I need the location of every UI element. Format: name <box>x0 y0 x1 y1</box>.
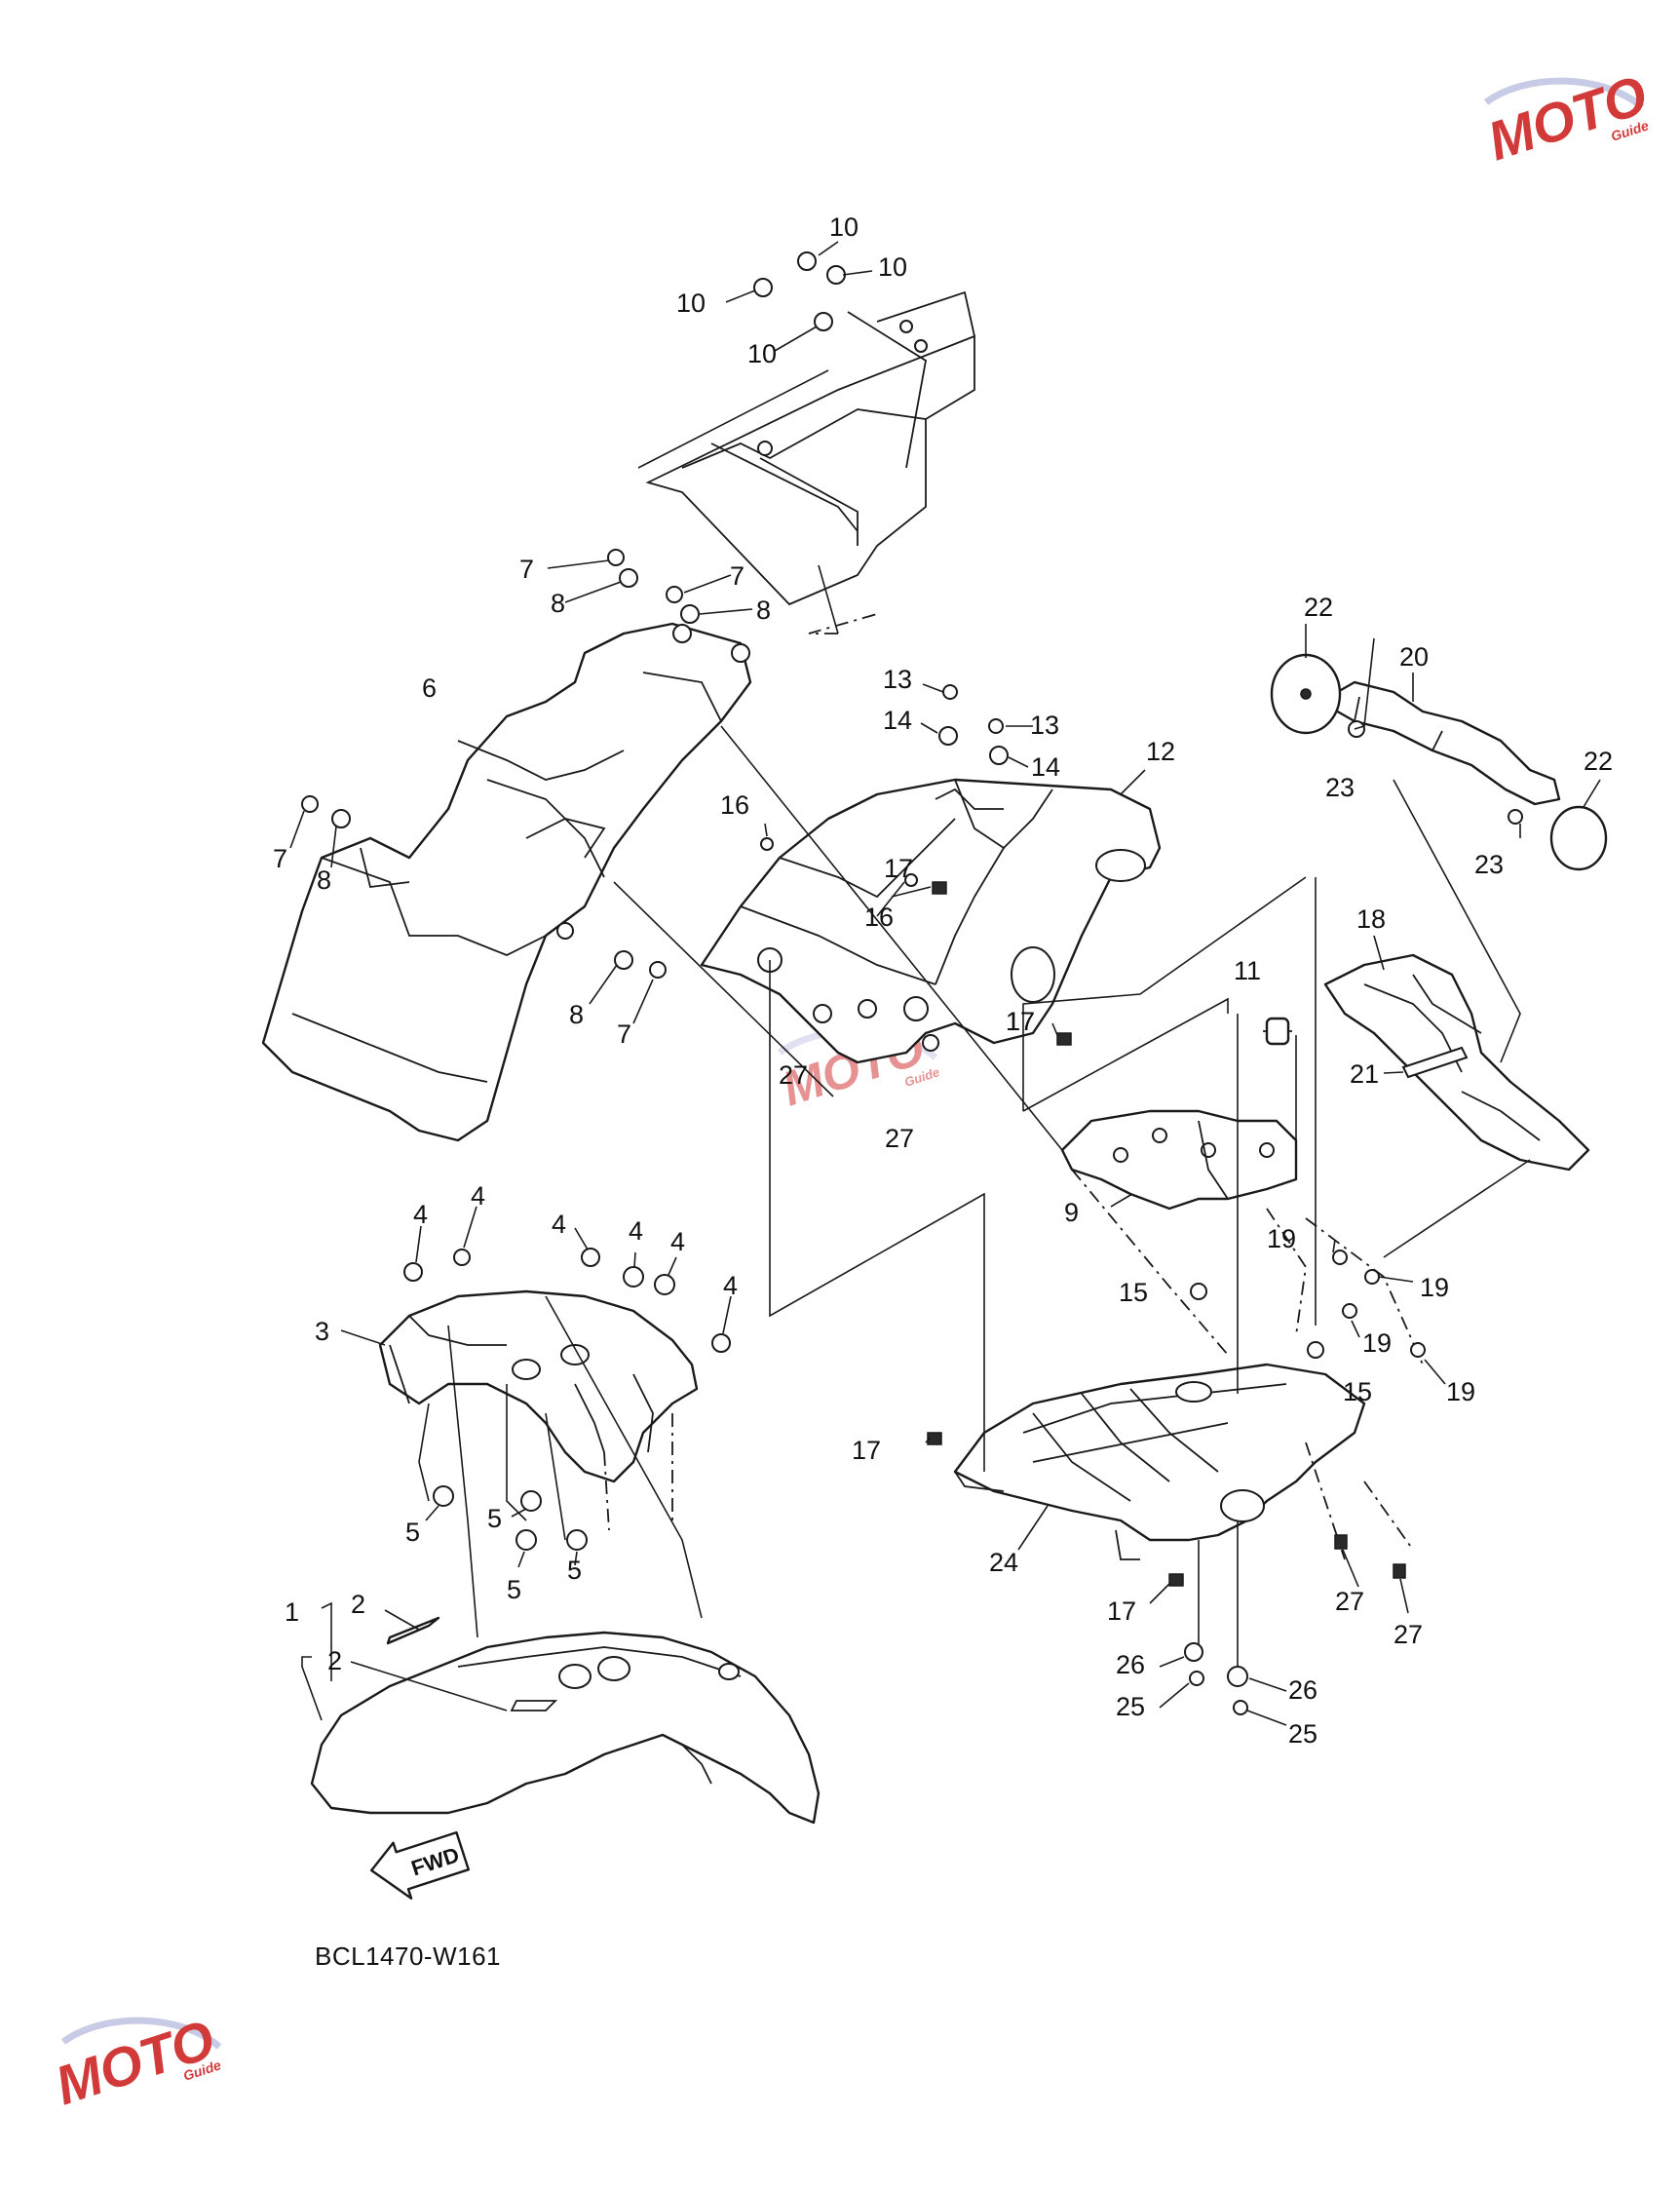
callout-5: 5 <box>507 1575 521 1604</box>
callout-7: 7 <box>617 1019 631 1049</box>
callout-23: 23 <box>1325 773 1355 802</box>
callout-17: 17 <box>884 854 913 883</box>
forward-direction-arrow: FWD <box>369 1830 471 1900</box>
fasteners <box>301 251 1523 1715</box>
callout-6: 6 <box>422 673 437 703</box>
callout-14: 14 <box>1031 752 1060 782</box>
callout-20: 20 <box>1399 642 1429 672</box>
callout-9: 9 <box>1064 1198 1079 1227</box>
callout-12: 12 <box>1146 737 1175 766</box>
callout-19: 19 <box>1446 1377 1475 1406</box>
callout-24: 24 <box>989 1548 1018 1577</box>
callout-22: 22 <box>1304 593 1333 622</box>
callout-21: 21 <box>1350 1059 1379 1089</box>
callout-2: 2 <box>327 1646 342 1675</box>
reflector-bracket-20 <box>1318 680 1561 806</box>
callout-26: 26 <box>1116 1650 1145 1679</box>
callout-4: 4 <box>471 1181 485 1211</box>
callout-25: 25 <box>1116 1692 1145 1721</box>
callout-8: 8 <box>317 865 331 895</box>
svg-text:MOTO: MOTO <box>48 2008 221 2117</box>
clip-11 <box>1263 1017 1292 1046</box>
callout-10: 10 <box>747 339 777 368</box>
frame-subframe-reference <box>637 290 975 635</box>
callout-17: 17 <box>1006 1007 1035 1036</box>
callout-23: 23 <box>1474 850 1504 879</box>
callout-4: 4 <box>552 1210 566 1239</box>
callout-15: 15 <box>1343 1377 1372 1406</box>
assembly-lines <box>418 725 1531 1686</box>
plate-bracket-3 <box>378 1289 699 1483</box>
callout-labels: 10 10 10 10 7 8 7 8 6 7 8 8 7 13 14 13 1… <box>273 212 1613 1749</box>
callout-25: 25 <box>1288 1719 1317 1749</box>
callout-17: 17 <box>1107 1596 1136 1626</box>
callout-8: 8 <box>756 596 771 625</box>
callout-3: 3 <box>315 1317 329 1346</box>
drawing-code: BCL1470-W161 <box>315 1942 501 1971</box>
callout-27: 27 <box>1335 1587 1364 1616</box>
callout-7: 7 <box>519 555 534 584</box>
callout-4: 4 <box>670 1227 685 1256</box>
callout-26: 26 <box>1288 1675 1317 1705</box>
callout-27: 27 <box>1394 1620 1423 1649</box>
callout-11: 11 <box>1234 956 1261 985</box>
callout-18: 18 <box>1356 904 1386 934</box>
callout-8: 8 <box>551 589 565 618</box>
lower-tray-24 <box>953 1363 1366 1560</box>
reflector-22-right <box>1549 805 1608 871</box>
callout-15: 15 <box>1119 1278 1148 1307</box>
rear-inner-fender-6 <box>261 622 752 1142</box>
callout-10: 10 <box>829 212 859 242</box>
callout-2: 2 <box>351 1590 365 1619</box>
callout-7: 7 <box>730 561 745 591</box>
watermark-logo-top-right: MOTO Guide <box>1480 63 1654 173</box>
callout-27: 27 <box>779 1060 808 1090</box>
callout-5: 5 <box>405 1518 420 1547</box>
callout-13: 13 <box>883 665 912 694</box>
callout-19: 19 <box>1362 1328 1392 1358</box>
decal-2 <box>386 1616 440 1645</box>
reflector-22-left-center <box>1300 688 1312 700</box>
callout-19: 19 <box>1267 1224 1296 1253</box>
watermark-logo-bottom-left: MOTO Guide <box>48 2008 223 2117</box>
callout-8: 8 <box>569 1000 584 1029</box>
rear-frame-bracket-12 <box>700 778 1162 1064</box>
callout-4: 4 <box>413 1200 428 1229</box>
callout-17: 17 <box>852 1436 881 1465</box>
bracket-9 <box>1060 1109 1298 1211</box>
callout-10: 10 <box>878 252 907 282</box>
callout-4: 4 <box>629 1216 643 1246</box>
callout-16: 16 <box>864 903 894 932</box>
callout-4: 4 <box>723 1271 738 1300</box>
callout-14: 14 <box>883 706 912 735</box>
callout-1: 1 <box>285 1597 299 1627</box>
callout-10: 10 <box>676 288 706 318</box>
callout-5: 5 <box>487 1504 502 1533</box>
callout-17: 17 <box>1006 1007 1035 1036</box>
callout-19: 19 <box>1420 1273 1449 1302</box>
rear-fender-1 <box>310 1631 821 1825</box>
callout-13: 13 <box>1030 711 1059 740</box>
callout-leaders <box>289 241 1601 1726</box>
callout-5: 5 <box>567 1556 582 1585</box>
callout-27: 27 <box>885 1124 914 1153</box>
callout-7: 7 <box>273 844 287 873</box>
callout-22: 22 <box>1584 747 1613 776</box>
callout-16: 16 <box>720 790 749 820</box>
